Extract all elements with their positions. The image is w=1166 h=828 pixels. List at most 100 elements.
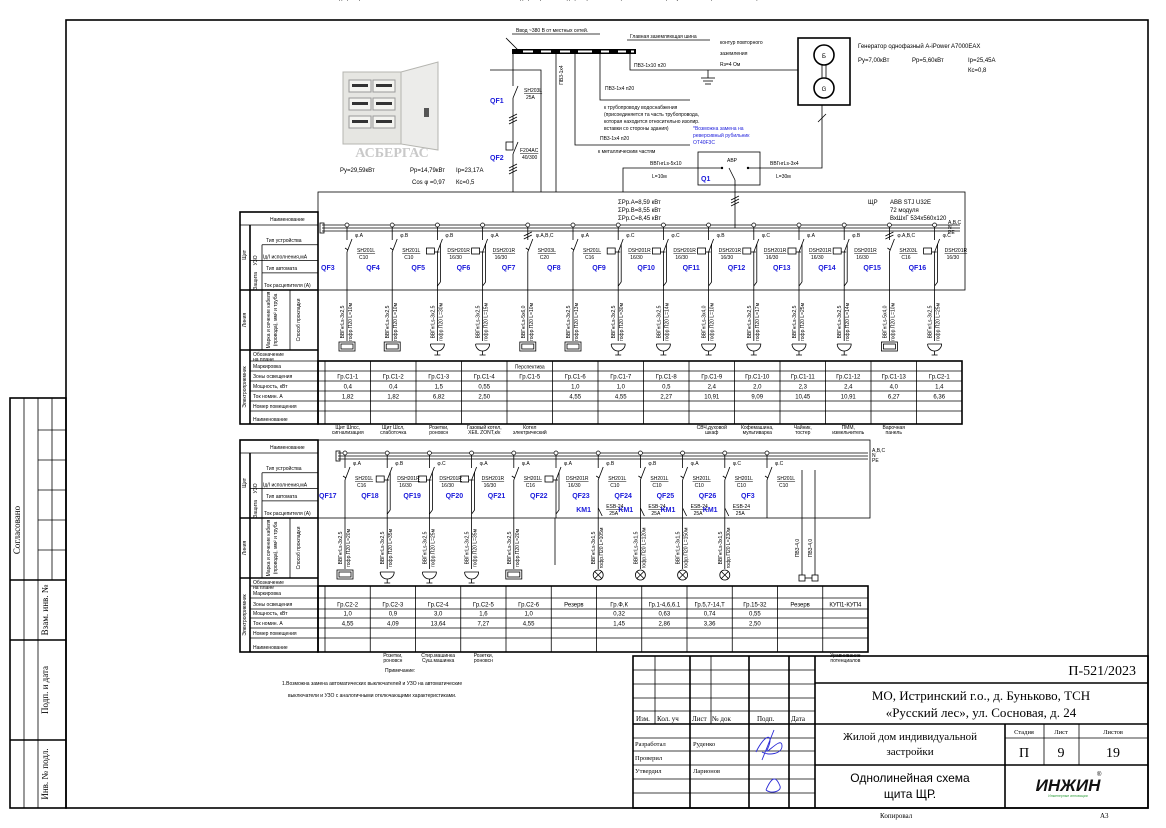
name-cell: СВЧ,духовой [697,424,727,431]
phase-label: φ.B [606,461,615,467]
cable-route: гофр.П20 L=25м [800,302,806,341]
breaker-model: DSH201R [764,248,787,254]
wire [437,238,443,253]
breaker-id: QF17 [319,493,337,500]
name-cell: Щит Шпсс, [335,425,360,431]
current-cell: 6,82 [433,395,445,401]
ground-icon [701,70,715,85]
pv3-vertical-label: ПВ3-1х4 [559,65,565,85]
phase-label: φ.A [807,233,816,239]
name-cell: Розетки, [429,425,448,431]
role-developed: Разработал [635,741,667,748]
rcd-icon [697,247,706,255]
name-cell: роновсн [429,430,448,436]
panel-name: ЩР [868,200,878,206]
developer-name: Руденко [693,741,715,748]
power-cell: 0,4 [344,385,353,391]
ground-loop-label: заземления [720,51,748,57]
rcd-icon [417,475,427,483]
zone-cell: Гр.С2-6 [518,603,540,609]
sheets-label: Листов [1103,729,1123,736]
header-list: Лист [692,715,707,723]
breaker-model: DSH201R [628,248,651,254]
name-cell: электрический [513,429,547,436]
lamp-icon [719,569,731,581]
zone-cell: Гр.С2-2 [337,603,359,609]
wire [386,466,393,481]
breaker-id: QF10 [637,265,655,272]
bus-tap [511,450,517,456]
wire [386,509,391,515]
circuit-qf5 [425,222,443,341]
row-label: Наименование [253,417,288,423]
circuit-qf16 [923,222,940,341]
bus-tap [553,450,559,456]
sum-phase-a: ΣРр.А=8,59 кВт [618,200,661,206]
rcd-icon [832,247,842,255]
bus-tap [427,450,432,456]
cable-left-length: L=10м [652,174,667,180]
name-cell: мультиварка [743,430,773,436]
zone-cell: Гр.С2-4 [428,603,450,609]
current-cell: 7,27 [478,622,490,628]
ats-box [697,151,761,186]
rcd-icon [460,475,470,483]
row-label: Ток номин. А [253,621,283,627]
name-cell: потенциалов [830,658,860,664]
name-cell: шкаф [705,430,718,436]
cable-route: гофр.П20 L=14м [845,302,851,341]
power-cell: 0,32 [613,612,625,618]
breaker-rating: C20 [540,255,549,261]
phase-label: φ.A [353,461,362,467]
socket-icon [836,343,852,356]
ground-loop-label: контур повторного [720,40,763,46]
phase-label: φ.C [671,233,680,239]
breaker-model: DSH201R [482,476,505,482]
current-cell: 2,86 [659,622,671,628]
socket-icon [746,343,762,356]
rcd-icon [425,247,435,255]
sign-date-label: Подп. и дата [40,666,50,714]
name-cell: измельчитель [832,430,864,436]
zone-cell: Гр.С1-13 [882,375,907,381]
name-cell: Чайник, [794,424,812,431]
row-label: Тип устройства [266,237,302,244]
breaker-rating: C10 [779,483,788,489]
phase-label: φ.A [491,233,500,239]
phase-label: φ.B [400,233,409,239]
row-label: Линия [242,313,248,328]
appliance-icon [505,569,523,580]
breaker-id: QF5 [411,265,425,272]
power-cell: 1,0 [617,385,626,391]
signature [755,729,783,793]
circuit-qf13 [787,222,805,341]
stage-label: Стадия [1014,729,1034,736]
cable-route: гофр.П20 L=17м [755,302,761,341]
generator-ip: Iр=25,45А [968,58,996,64]
power-cell: 2,4 [708,385,717,391]
row-label-table [239,439,319,653]
row-label-table [239,211,319,425]
phase-label: φ.A [480,461,489,467]
wire [471,509,475,515]
replace-note: OT40F3C [693,140,715,146]
enclosure-pp: Рр=14,79кВт [410,168,445,174]
row-label: Способ прокладки [296,298,302,341]
ground-cable: ПВ3-4,0 [795,539,801,558]
note-title: Примечание: [385,668,415,674]
breaker-id: QF3 [321,265,335,272]
cable-route: гофр.П20 L=30м [619,302,625,341]
registered-mark: ® [1097,771,1102,778]
load-table [317,585,869,653]
cable-mark: ВВГнгLs-3х2,5 [340,305,346,338]
qf2-label: QF2 [490,155,504,162]
current-cell: 10,91 [704,395,720,401]
current-cell: 1,82 [342,395,354,401]
circuit-qf25 [680,450,688,569]
cable-route: гофр.П20 L=120м [641,527,647,568]
wire [555,466,562,481]
row-label: Защита [253,272,259,290]
current-cell: 2,50 [749,622,761,628]
bus-tap [661,222,666,228]
current-cell: 4,55 [569,395,581,401]
